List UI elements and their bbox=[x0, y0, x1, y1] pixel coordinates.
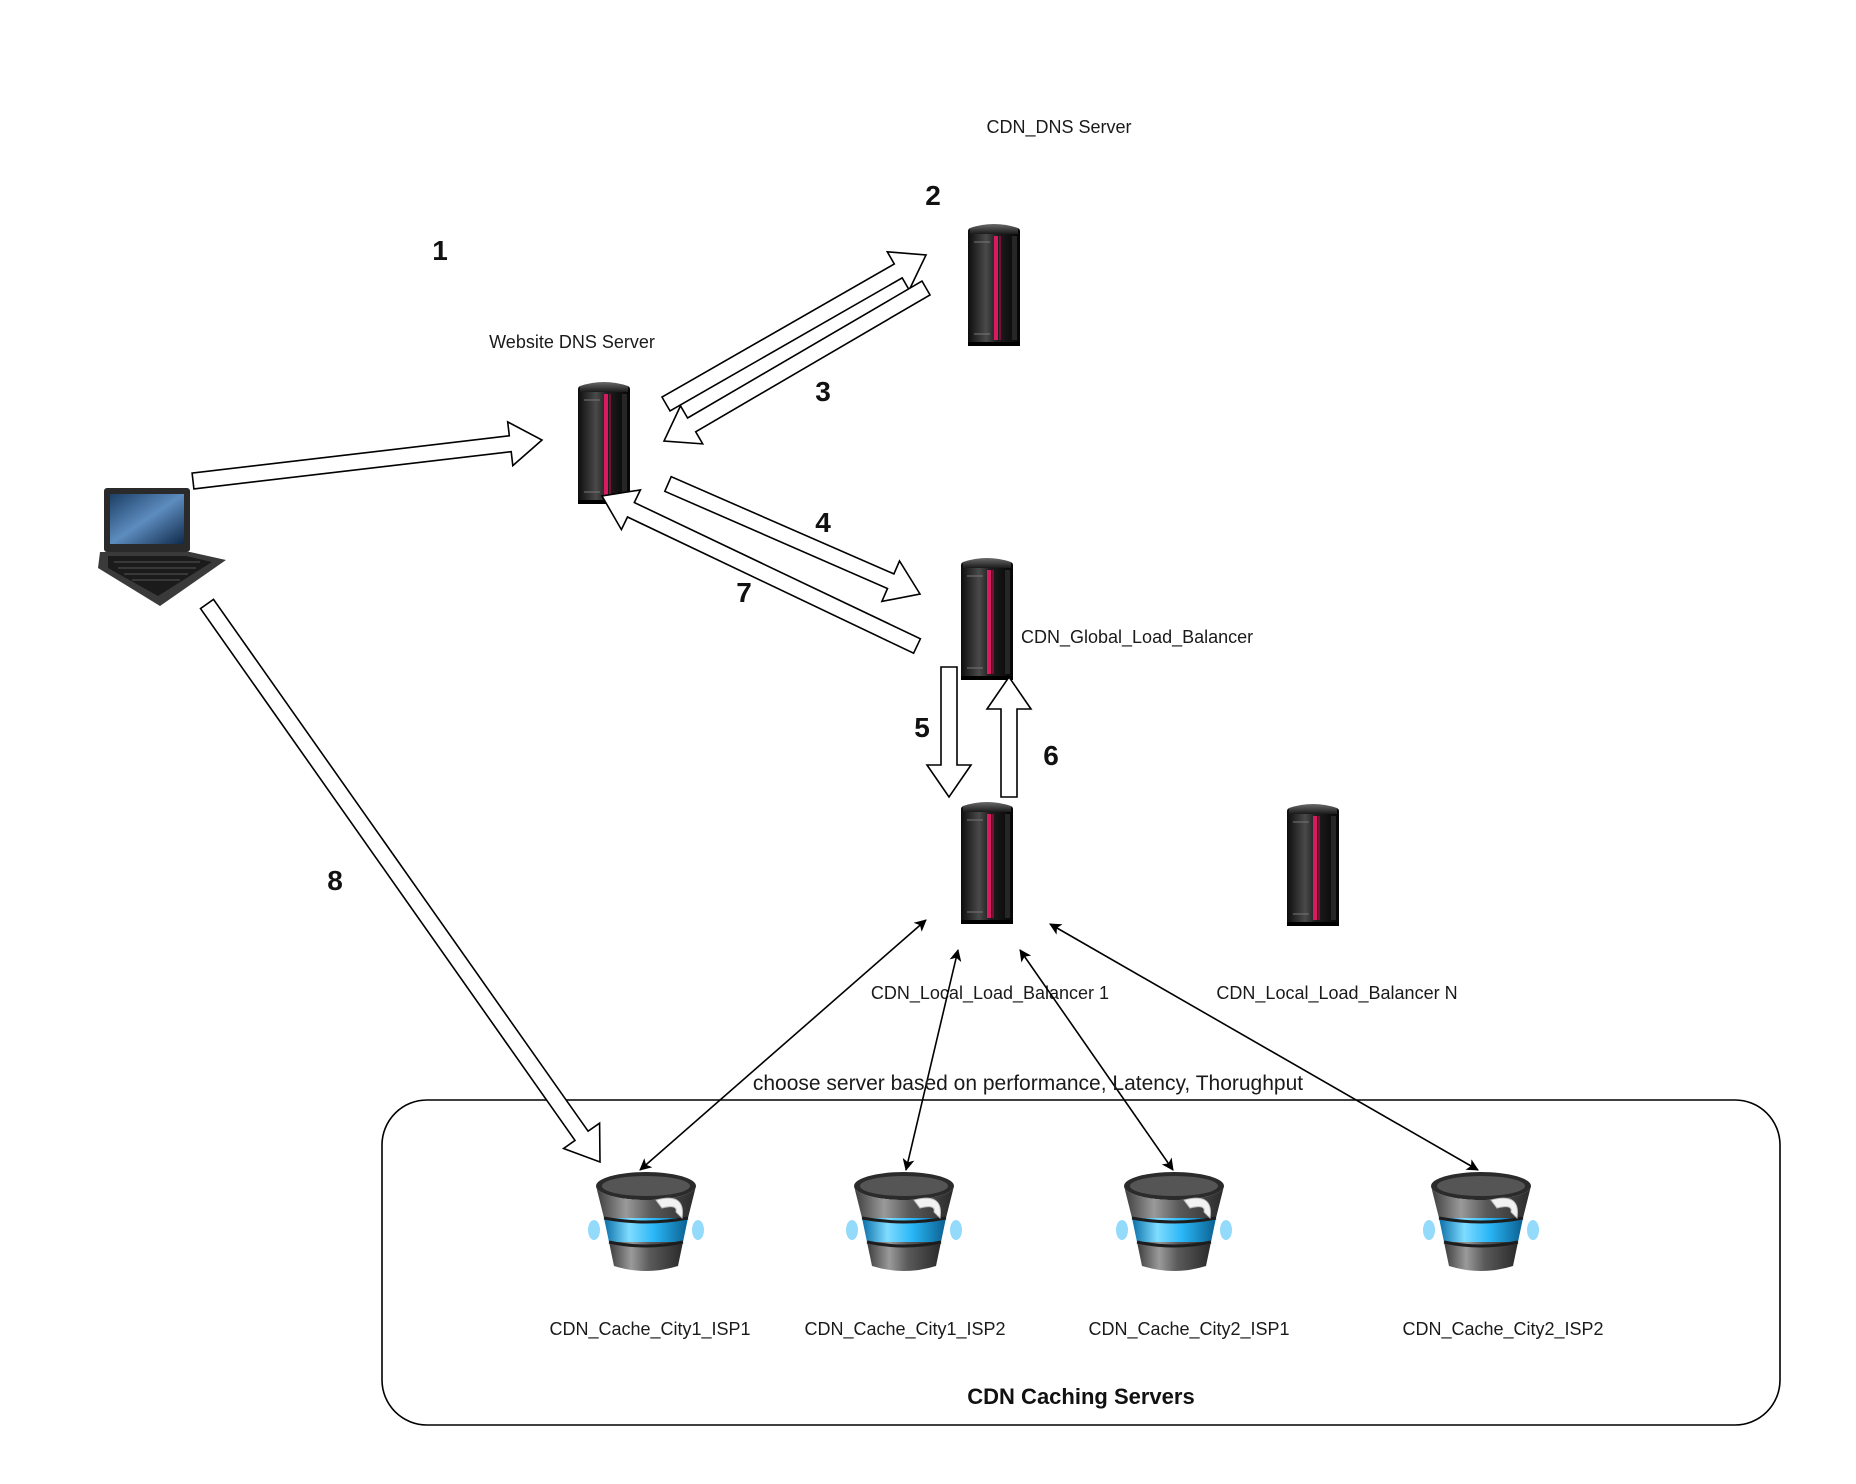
cdn-local-load-balancer-n-label: CDN_Local_Load_Balancer N bbox=[1216, 983, 1457, 1004]
step-number: 3 bbox=[815, 376, 831, 407]
arrow-step-7 bbox=[600, 488, 922, 655]
arrow-step-1 bbox=[191, 420, 544, 490]
arrow-step-2 bbox=[660, 250, 928, 412]
step-number: 1 bbox=[432, 235, 448, 266]
arrow-step-5 bbox=[925, 666, 973, 799]
database-bucket-icon bbox=[844, 1170, 964, 1273]
website-dns-server-label: Website DNS Server bbox=[489, 332, 655, 352]
selection-arrow bbox=[902, 949, 962, 1171]
cache-node: CDN_Cache_City2_ISP2 bbox=[1402, 1170, 1604, 1340]
step-number: 2 bbox=[925, 180, 941, 211]
selection-annotation: choose server based on performance, Late… bbox=[753, 1072, 1303, 1095]
server-rack-icon bbox=[960, 557, 1014, 681]
step-number: 7 bbox=[736, 577, 752, 608]
step-number: 5 bbox=[914, 712, 930, 743]
cdn-dns-server: CDN_DNS Server bbox=[967, 117, 1132, 347]
selection-arrow bbox=[639, 919, 927, 1171]
server-rack-icon bbox=[960, 801, 1014, 925]
selection-arrows bbox=[639, 919, 1479, 1171]
database-bucket-icon bbox=[1114, 1170, 1234, 1273]
arrow-step-4 bbox=[663, 475, 922, 603]
cdn-global-load-balancer: CDN_Global_Load_Balancer bbox=[960, 557, 1253, 681]
server-rack-icon bbox=[1286, 803, 1340, 927]
group-label: CDN Caching Servers bbox=[967, 1384, 1194, 1409]
cache-label: CDN_Cache_City2_ISP1 bbox=[1088, 1319, 1289, 1340]
cache-node: CDN_Cache_City2_ISP1 bbox=[1088, 1170, 1290, 1340]
server-rack-icon bbox=[967, 223, 1021, 347]
step-number: 4 bbox=[815, 507, 831, 538]
step-number: 8 bbox=[327, 865, 343, 896]
cdn-local-load-balancer-1-label: CDN_Local_Load_Balancer 1 bbox=[871, 983, 1109, 1004]
cache-node: CDN_Cache_City1_ISP1 bbox=[549, 1170, 751, 1340]
cache-label: CDN_Cache_City1_ISP2 bbox=[804, 1319, 1005, 1340]
cdn-dns-server-label: CDN_DNS Server bbox=[986, 117, 1131, 138]
arrow-step-8 bbox=[199, 598, 601, 1164]
cache-label: CDN_Cache_City2_ISP2 bbox=[1402, 1319, 1603, 1340]
cdn-global-load-balancer-label: CDN_Global_Load_Balancer bbox=[1021, 627, 1253, 648]
cache-label: CDN_Cache_City1_ISP1 bbox=[549, 1319, 750, 1340]
cdn-local-load-balancer-n: CDN_Local_Load_Balancer N bbox=[1216, 803, 1458, 1004]
server-rack-icon bbox=[577, 381, 631, 505]
laptop-icon bbox=[98, 488, 226, 606]
selection-arrow bbox=[1049, 923, 1479, 1171]
website-dns-server: Website DNS Server bbox=[489, 332, 655, 505]
flow-arrows bbox=[191, 250, 1033, 1164]
step-number: 6 bbox=[1043, 740, 1059, 771]
cache-node: CDN_Cache_City1_ISP2 bbox=[804, 1170, 1006, 1340]
cdn-local-load-balancer-1: CDN_Local_Load_Balancer 1 bbox=[871, 801, 1109, 1004]
database-bucket-icon bbox=[586, 1170, 706, 1273]
arrow-step-6 bbox=[985, 675, 1033, 798]
database-bucket-icon bbox=[1421, 1170, 1541, 1273]
arrow-step-3 bbox=[662, 280, 932, 445]
